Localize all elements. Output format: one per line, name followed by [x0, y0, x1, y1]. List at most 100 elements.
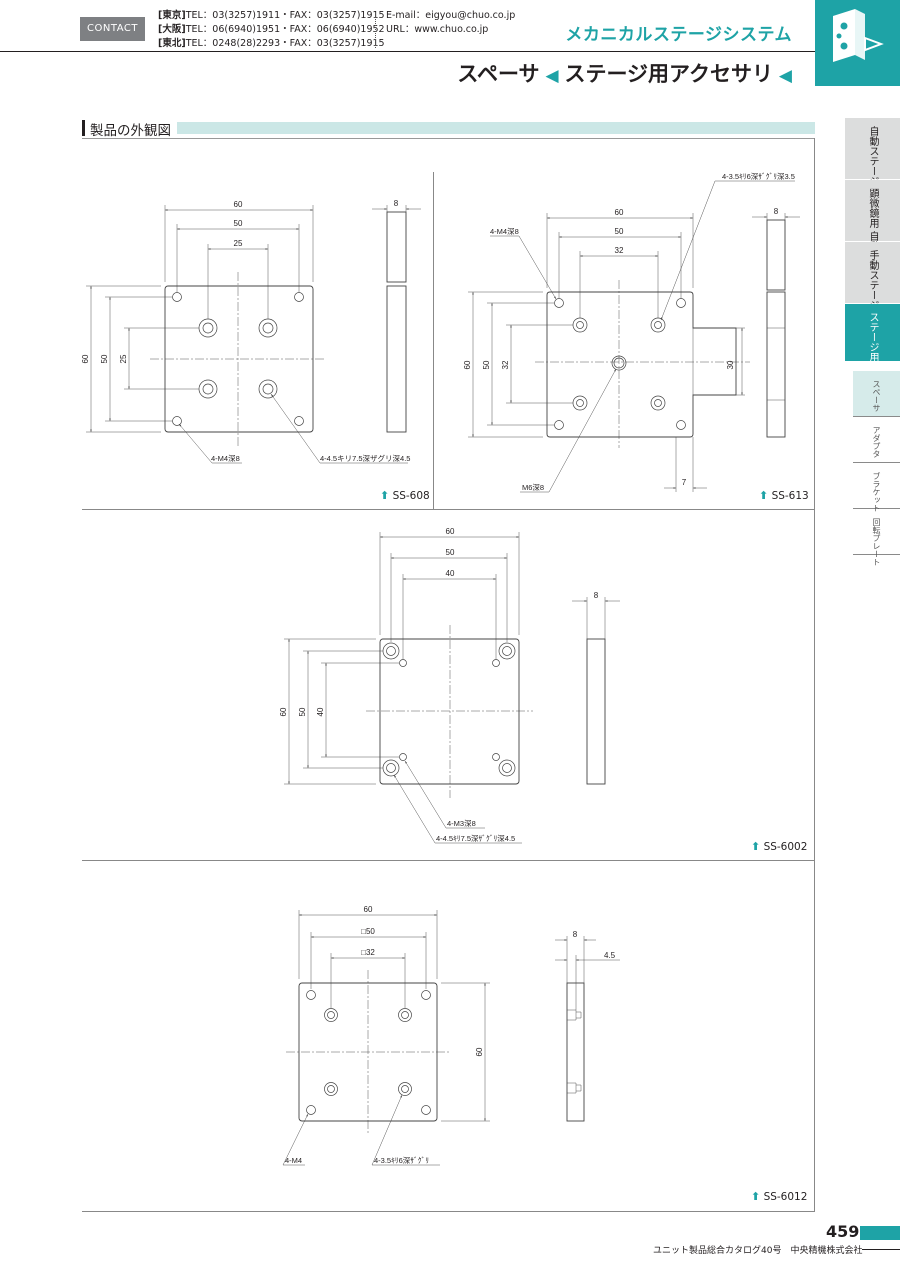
ss6002-side-view	[586, 638, 606, 785]
dim-text: 60	[279, 707, 288, 716]
dim-text: 40	[316, 707, 325, 716]
ss608-tap-note: 4-M4深8	[211, 454, 240, 463]
ss6012-side-view	[566, 982, 585, 1122]
tap-hole	[676, 298, 686, 308]
counterbore-inner	[386, 763, 396, 773]
panel-rule-2	[82, 860, 814, 861]
page-title: スペーサ ◀ ステージ用アクセサリ ◀	[457, 62, 792, 86]
ss6012-counterbore-holes	[324, 1008, 412, 1096]
ss608-counterbore-note: 4-4.5キリ7.5深ザグリ深4.5	[320, 453, 410, 463]
side-tab-manual-stage[interactable]: 手動ステージ	[845, 242, 900, 310]
counterbore-hole	[498, 759, 516, 777]
tap-hole	[399, 659, 407, 667]
arrow-up-icon: ⬆	[759, 489, 769, 502]
tap-hole	[306, 1105, 316, 1115]
ss613-side-top	[766, 219, 786, 291]
side-tab-auto-stage[interactable]: 自動ステージ	[845, 118, 900, 186]
tap-hole	[294, 292, 304, 302]
catalog-footer: ユニット製品総合カタログ40号 中央精機株式会社	[653, 1246, 863, 1256]
counterbore-hole	[398, 1082, 412, 1096]
tap-hole	[294, 416, 304, 426]
page-number: 459	[826, 1222, 860, 1241]
counterbore-inner	[401, 1085, 409, 1093]
ss6012-tap-note: 4-M4	[285, 1156, 302, 1165]
counterbore-inner	[262, 383, 274, 395]
dim-text: 8	[594, 591, 599, 600]
drawing-ss6012: 60 □50 □32 8 4.5 60 4-M4 4-3.5ｷﾘ6深ｻﾞｸﾞﾘ	[282, 905, 620, 1166]
dim-text: 7	[682, 478, 687, 487]
ss613-counterbore-note: 4-3.5ｷﾘ6深ｻﾞｸﾞﾘ深3.5	[722, 172, 795, 181]
page-number-tab	[860, 1226, 900, 1240]
ss613-tap-holes	[554, 298, 686, 430]
dim-text: □32	[361, 948, 375, 957]
ss6002-tap-note: 4-M3深8	[447, 819, 476, 828]
ss6002-counterbore-note: 4-4.5ｷﾘ7.5深ｻﾞｸﾞﾘ深4.5	[436, 834, 515, 843]
dim-text: 50	[446, 548, 455, 557]
counterbore-hole	[650, 395, 666, 411]
counterbore-hole	[498, 642, 516, 660]
web-contacts: E-mail：eigyou@chuo.co.jp URL：www.chuo.co…	[386, 9, 515, 37]
contact-divider	[375, 12, 376, 48]
ss613-plate	[546, 291, 737, 438]
ss608-side-view	[386, 285, 407, 433]
dim-text: 32	[501, 360, 510, 369]
counterbore-hole	[572, 395, 588, 411]
ss6012-tap-holes	[306, 990, 431, 1115]
counterbore-inner	[401, 1011, 409, 1019]
side-subtab-bracket[interactable]: ブラケット	[853, 463, 900, 512]
triangle-left-icon: ◀	[773, 66, 792, 86]
counterbore-inner	[502, 646, 512, 656]
dim-text: 32	[615, 246, 624, 255]
counterbore-inner	[262, 322, 274, 334]
dim-text: 60	[446, 527, 455, 536]
side-subtab-adapter[interactable]: アダプタ	[853, 417, 900, 463]
arrow-up-icon: ⬆	[751, 1190, 761, 1203]
counterbore-inner	[576, 321, 584, 329]
tap-hole	[172, 292, 182, 302]
ss613-center-note: M6深8	[522, 483, 544, 492]
email-link[interactable]: E-mail：eigyou@chuo.co.jp	[386, 10, 516, 21]
side-subtab-spacer[interactable]: スペーサ	[853, 371, 900, 417]
ss6012-counterbore-note: 4-3.5ｷﾘ6深ｻﾞｸﾞﾘ	[374, 1156, 429, 1165]
counterbore-hole	[398, 1008, 412, 1022]
dim-text: 60	[475, 1047, 484, 1056]
dim-text: 60	[463, 360, 472, 369]
section-marker	[82, 120, 85, 136]
dim-text: 25	[234, 239, 243, 248]
panel-rule-1	[82, 509, 814, 510]
dim-text: 50	[615, 227, 624, 236]
counterbore-inner	[386, 646, 396, 656]
ss6012-section-hole	[567, 1082, 582, 1094]
side-tab-microscope[interactable]: 顕微鏡用 自動化製品	[845, 180, 900, 281]
part-label-ss608: ⬆ SS-608	[380, 489, 430, 502]
panel-rule-3	[82, 1211, 814, 1212]
section-band	[177, 122, 815, 134]
tap-hole	[492, 659, 500, 667]
dim-text: 60	[615, 208, 624, 217]
office-osaka: [大阪]TEL：06(6940)1951・FAX：06(6940)1952	[158, 24, 385, 35]
tap-hole	[399, 753, 407, 761]
url-link[interactable]: URL：www.chuo.co.jp	[386, 24, 489, 35]
tap-hole	[172, 416, 182, 426]
dim-text: 8	[573, 930, 578, 939]
dim-text: 50	[234, 219, 243, 228]
drawing-ss6002: 60 50 40 8 60 50 40 4-M3深8 4-4.5ｷﾘ7.5深ｻﾞ…	[279, 527, 620, 844]
triangle-left-icon: ◀	[539, 66, 565, 86]
side-subtab-rotary-plate[interactable]: 回転プレート	[853, 509, 900, 566]
drawing-ss613: 60 50 32 8 60 50 32 30 7 4-M4深8 4-3.5ｷﾘ6…	[463, 172, 800, 493]
arrow-up-icon: ⬆	[380, 489, 390, 502]
ss6012-section-hole	[567, 1009, 582, 1021]
tap-hole	[306, 990, 316, 1000]
counterbore-hole	[382, 642, 400, 660]
counterbore-inner	[327, 1011, 335, 1019]
part-label-ss6012: ⬆ SS-6012	[751, 1190, 808, 1203]
tap-hole	[554, 298, 564, 308]
panel-divider	[433, 172, 434, 510]
office-tokyo: [東京]TEL：03(3257)1911・FAX：03(3257)1915	[158, 10, 385, 21]
side-tab-accessory[interactable]: ステージ用 アクセサリ	[845, 304, 900, 415]
drawing-ss608: 60 50 25 8 60 50 25 4-M4深8 4-4.5キリ7.5深ザグ…	[81, 199, 421, 464]
stage-logo-icon	[833, 9, 884, 62]
counterbore-inner	[502, 763, 512, 773]
ss608-side-top	[386, 211, 407, 283]
